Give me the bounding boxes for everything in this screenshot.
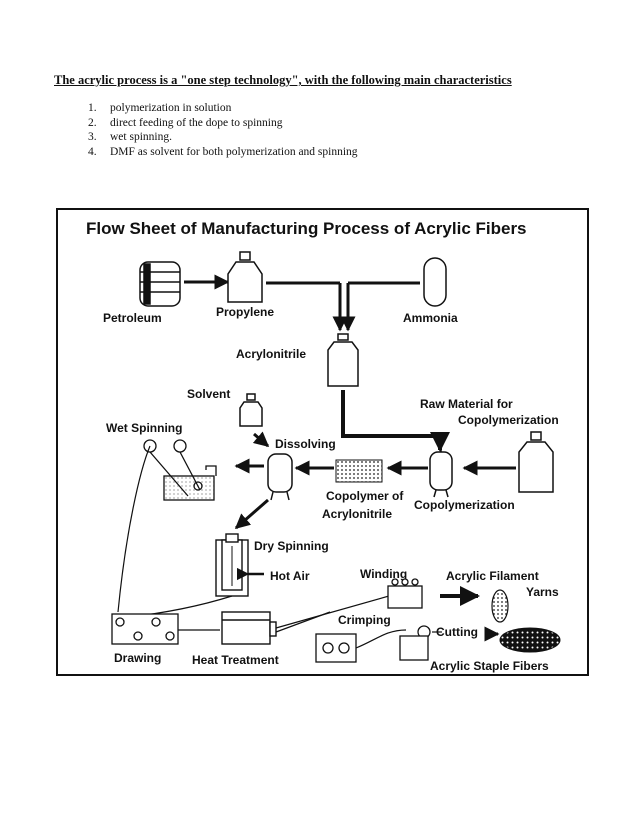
fiber-thread bbox=[275, 611, 331, 633]
label-crimping: Crimping bbox=[338, 613, 391, 627]
list-item: 4. DMF as solvent for both polymerization… bbox=[88, 145, 358, 160]
label-yarns: Yarns bbox=[526, 585, 559, 599]
label-dissolving: Dissolving bbox=[275, 437, 336, 451]
list-item: 2. direct feeding of the dope to spinning bbox=[88, 116, 358, 131]
diagram-title: Flow Sheet of Manufacturing Process of A… bbox=[86, 219, 527, 238]
label-acrylic-staple-fibers: Acrylic Staple Fibers bbox=[430, 659, 549, 673]
characteristics-list: 1. polymerization in solution 2. direct fe… bbox=[88, 101, 358, 159]
list-number: 1. bbox=[88, 102, 97, 114]
label-petroleum: Petroleum bbox=[103, 311, 162, 325]
wet-spinning-bath-icon bbox=[143, 439, 217, 501]
label-copolymer-acrylonitrile: Acrylonitrile bbox=[322, 507, 392, 521]
list-text: polymerization in solution bbox=[110, 102, 232, 114]
label-hot-air: Hot Air bbox=[270, 569, 310, 583]
crimping-machine-icon bbox=[315, 633, 357, 663]
ammonia-tank-icon bbox=[423, 257, 447, 307]
solvent-bottle-icon bbox=[239, 393, 263, 427]
raw-material-tank-icon bbox=[518, 431, 554, 493]
label-heat-treatment: Heat Treatment bbox=[192, 653, 279, 667]
list-item: 1. polymerization in solution bbox=[88, 101, 358, 116]
winding-machine-icon bbox=[387, 578, 423, 609]
label-cutting: Cutting bbox=[436, 625, 478, 639]
arrow bbox=[234, 498, 269, 530]
label-dry-spinning: Dry Spinning bbox=[254, 539, 329, 553]
list-number: 2. bbox=[88, 116, 97, 129]
yarn-bobbin-icon bbox=[491, 589, 509, 623]
staple-fiber-pile-icon bbox=[499, 627, 561, 653]
label-acrylonitrile: Acrylonitrile bbox=[236, 347, 306, 361]
label-solvent: Solvent bbox=[187, 387, 230, 401]
cutter-icon bbox=[399, 625, 431, 661]
list-text: direct feeding of the dope to spinning bbox=[110, 116, 283, 129]
label-acrylic-filament: Acrylic Filament bbox=[446, 569, 539, 583]
fiber-thread bbox=[117, 445, 151, 613]
label-drawing: Drawing bbox=[114, 651, 161, 665]
drawing-machine-icon bbox=[111, 613, 179, 645]
arrow bbox=[341, 390, 440, 438]
dissolving-tank-icon bbox=[267, 453, 293, 501]
list-number: 4. bbox=[88, 145, 97, 158]
label-winding: Winding bbox=[360, 567, 407, 581]
label-copolymerization: Copolymerization bbox=[414, 498, 515, 512]
copolymer-powder-icon bbox=[335, 459, 383, 483]
arrow bbox=[252, 431, 270, 448]
list-item: 3. wet spinning. bbox=[88, 130, 358, 145]
copolymerization-reactor-icon bbox=[429, 448, 453, 498]
list-text: wet spinning. bbox=[110, 131, 172, 143]
label-copolymer: Copolymer of bbox=[326, 489, 404, 503]
label-raw-material-copolymerization: Copolymerization bbox=[458, 413, 559, 427]
label-wet-spinning: Wet Spinning bbox=[106, 421, 182, 435]
label-propylene: Propylene bbox=[216, 305, 274, 319]
fiber-thread bbox=[275, 593, 397, 629]
label-raw-material: Raw Material for bbox=[420, 397, 513, 411]
section-heading: The acrylic process is a "one step techn… bbox=[54, 73, 512, 87]
fiber-thread bbox=[355, 629, 407, 649]
acrylonitrile-tank-icon bbox=[327, 333, 359, 387]
label-ammonia: Ammonia bbox=[403, 311, 458, 325]
heat-treatment-oven-icon bbox=[221, 611, 277, 645]
list-text: DMF as solvent for both polymerization a… bbox=[110, 145, 358, 158]
petroleum-drum-icon bbox=[139, 261, 181, 307]
list-number: 3. bbox=[88, 131, 97, 143]
dry-spinning-column-icon bbox=[215, 533, 264, 597]
propylene-tank-icon bbox=[227, 251, 263, 303]
